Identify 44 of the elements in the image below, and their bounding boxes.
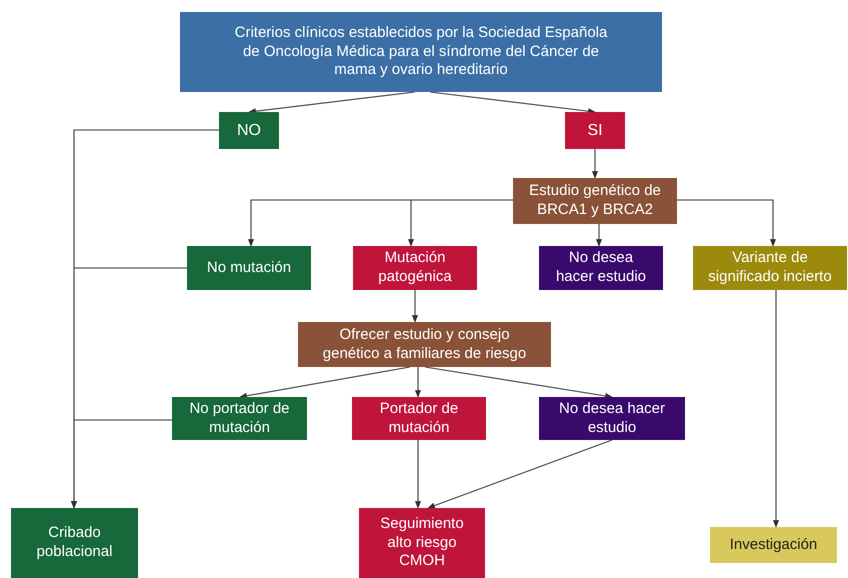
- process-box: [11, 508, 138, 578]
- process-box: [359, 508, 485, 578]
- box-text: Estudio genético de BRCA1 y BRCA2: [528, 182, 662, 220]
- arrow: [424, 366, 613, 399]
- process-box: [172, 397, 307, 440]
- arrow: [677, 199, 776, 247]
- process-box: [353, 246, 477, 290]
- arrow: [412, 290, 418, 323]
- arrow: [70, 419, 172, 509]
- process-box: [513, 178, 677, 224]
- arrow: [414, 367, 422, 398]
- box-text: SI: [587, 120, 603, 140]
- box-text: Seguimiento alto riesgo CMOH: [379, 514, 465, 572]
- box-text: No desea hacer estudio: [554, 249, 648, 287]
- process-box: [693, 246, 847, 290]
- box-text: Cribado poblacional: [36, 524, 114, 562]
- box-text: No mutación: [206, 258, 292, 278]
- box-text: Portador de mutación: [378, 400, 460, 438]
- process-box: [180, 12, 662, 92]
- arrow: [430, 91, 596, 114]
- arrow: [414, 440, 422, 509]
- arrow: [408, 199, 513, 247]
- arrow: [772, 290, 780, 528]
- box-text: NO: [237, 120, 261, 140]
- box-text: No portador de mutación: [188, 400, 291, 438]
- box-text: Investigación: [730, 536, 818, 554]
- box-text: Mutación patogénica: [377, 249, 453, 287]
- box-text: Criterios clínicos establecidos por la Sociedad Española de Oncología Médica para el síndrome del Cáncer de mama y ovario hereditario: [234, 24, 608, 80]
- arrow: [239, 366, 410, 399]
- box-text: No desea hacer estudio: [558, 400, 666, 438]
- process-box: [710, 527, 837, 563]
- arrow: [596, 224, 602, 247]
- box-text: Ofrecer estudio y consejo genético a familiares de riesgo: [322, 326, 528, 364]
- process-box: [298, 322, 551, 367]
- process-box: [352, 397, 486, 440]
- arrow: [248, 91, 416, 114]
- process-box: [565, 112, 625, 149]
- arrow: [427, 439, 612, 509]
- process-box: [539, 397, 685, 440]
- process-box: [219, 112, 279, 149]
- process-box: [539, 246, 663, 290]
- arrow: [592, 149, 598, 179]
- process-box: [187, 246, 311, 290]
- box-text: Variante de significado incierto: [707, 249, 833, 287]
